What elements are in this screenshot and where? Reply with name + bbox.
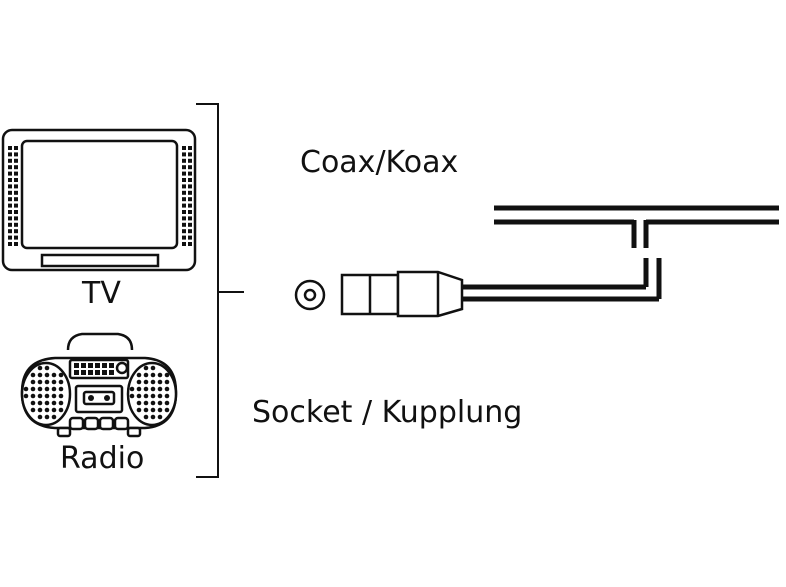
coax-label: Coax/Koax xyxy=(300,145,459,180)
radio-label: Radio xyxy=(60,441,145,476)
coax-plug-icon xyxy=(340,270,464,318)
cable-icon xyxy=(462,205,779,302)
tv-label: TV xyxy=(82,276,121,311)
tv-icon xyxy=(1,128,197,272)
radio-icon xyxy=(20,332,178,438)
device-bracket xyxy=(196,103,244,478)
socket-icon xyxy=(294,279,326,311)
socket-label: Socket / Kupplung xyxy=(252,395,523,430)
